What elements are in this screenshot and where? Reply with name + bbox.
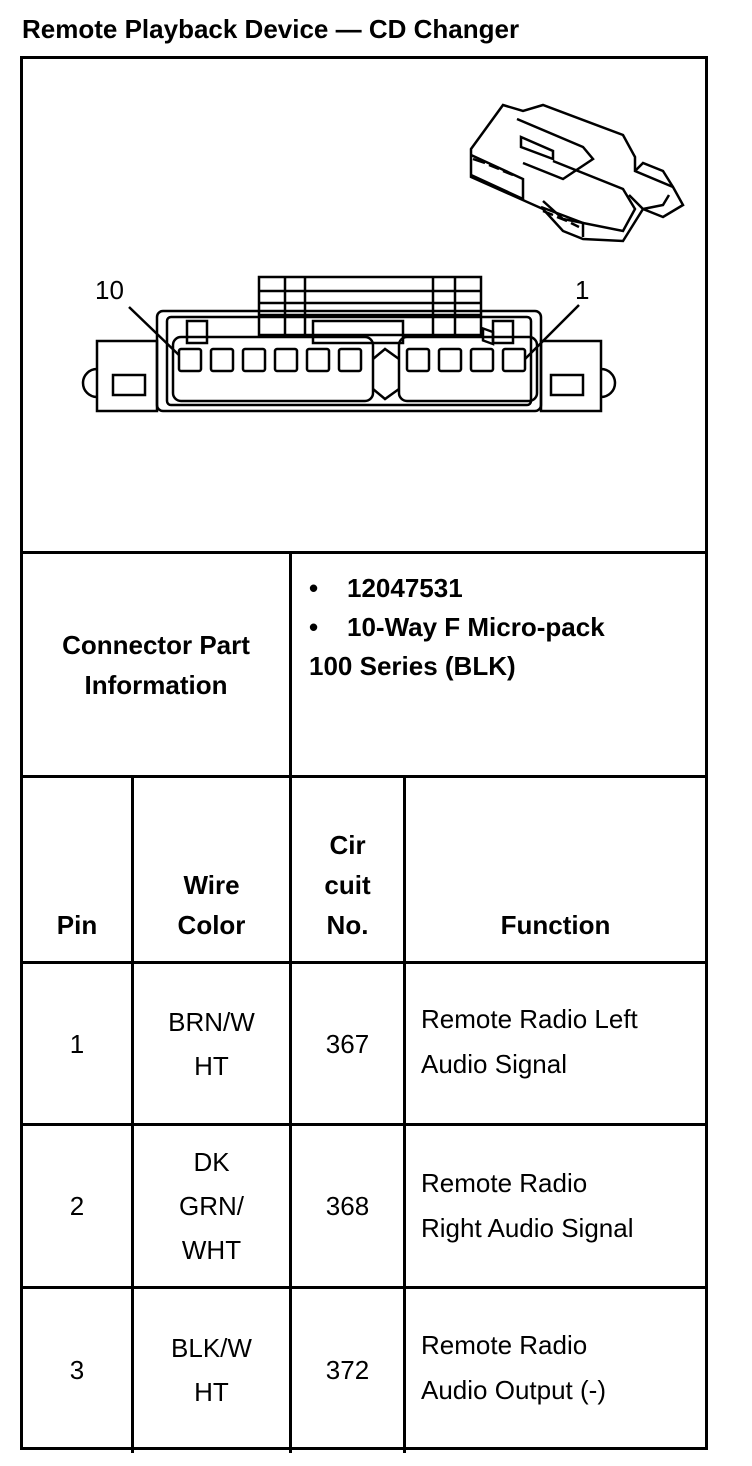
row1-pin: 1 — [69, 1028, 85, 1059]
row1-wire-line2: HT — [194, 1050, 229, 1081]
connector-drawing: 10 1 — [81, 103, 685, 413]
divider — [131, 775, 134, 1453]
row3-function-line1: Remote Radio — [421, 1330, 588, 1360]
row1-function-line1: Remote Radio Left — [421, 1004, 638, 1034]
row3-wire-line2: HT — [194, 1376, 229, 1407]
row2-circuit: 368 — [325, 1191, 370, 1221]
header-circuit-line1: Cir — [329, 830, 366, 860]
divider — [403, 775, 406, 1453]
header-circuit: Cir cuit No. — [292, 778, 403, 961]
divider — [23, 961, 705, 964]
connector-info-list: • 12047531 • 10-Way F Micro-pack 100 Serie… — [309, 569, 605, 686]
connector-info-item: • 10-Way F Micro-pack — [309, 608, 605, 647]
connector-info-item: • 12047531 — [309, 569, 605, 608]
connector-info-label: Connector Part Information — [23, 554, 289, 775]
part-number: 12047531 — [347, 573, 463, 603]
divider — [23, 1286, 705, 1289]
header-circuit-line2: cuit — [324, 870, 371, 900]
connector-series: 100 Series (BLK) — [309, 651, 516, 681]
connector-type: 10-Way F Micro-pack — [347, 612, 605, 642]
row1-wire-color: BRN/W HT — [134, 964, 289, 1123]
row3-pin: 3 — [69, 1354, 85, 1385]
row3-function: Remote Radio Audio Output (-) — [421, 1323, 606, 1413]
connector-3d-illustration — [469, 103, 685, 346]
pin-cavities — [177, 347, 527, 373]
row2-function: Remote Radio Right Audio Signal — [421, 1161, 633, 1251]
divider — [23, 551, 705, 554]
row3-circuit: 372 — [325, 1354, 370, 1385]
connector-info-label-line2: Information — [84, 669, 228, 700]
divider — [23, 775, 705, 778]
row1-function-line2: Audio Signal — [421, 1049, 567, 1079]
row3-wire-color: BLK/W HT — [134, 1289, 289, 1450]
divider — [23, 1123, 705, 1126]
header-function: Function — [406, 778, 705, 961]
pin-label-10: 10 — [95, 275, 124, 305]
row2-wire-line2: GRN/ — [179, 1191, 244, 1221]
row2-wire-color: DK GRN/ WHT — [134, 1126, 289, 1286]
divider — [289, 551, 292, 1453]
header-pin: Pin — [23, 778, 131, 961]
row2-pin: 2 — [69, 1191, 85, 1221]
header-wire-color: Wire Color — [134, 778, 289, 961]
bullet: • — [309, 612, 319, 642]
header-circuit-line3: No. — [326, 910, 369, 940]
connector-info-label-line1: Connector Part — [62, 629, 250, 660]
row2-wire-line1: DK — [193, 1147, 230, 1177]
page-title: Remote Playback Device — CD Changer — [22, 14, 520, 44]
connector-diagram: 10 1 — [23, 59, 705, 551]
row3-wire-line1: BLK/W — [171, 1332, 252, 1363]
row2-wire-line3: WHT — [181, 1235, 242, 1265]
row2-function-line1: Remote Radio — [421, 1168, 588, 1198]
header-wire-color-line2: Color — [177, 910, 246, 940]
row1-circuit: 367 — [325, 1028, 370, 1059]
pin-label-1: 1 — [575, 275, 589, 305]
header-wire-color-line1: Wire — [183, 870, 240, 900]
row3-function-line2: Audio Output (-) — [421, 1375, 606, 1405]
connector-face — [81, 275, 617, 413]
row2-function-line2: Right Audio Signal — [421, 1213, 634, 1243]
header-function-label: Function — [500, 910, 611, 940]
header-pin-label: Pin — [56, 910, 98, 940]
connector-table: 10 1 Connector Part Information • 1204753… — [20, 56, 708, 1453]
row1-function: Remote Radio Left Audio Signal — [421, 997, 638, 1087]
bullet: • — [309, 573, 319, 603]
row1-wire-line1: BRN/W — [168, 1006, 255, 1037]
